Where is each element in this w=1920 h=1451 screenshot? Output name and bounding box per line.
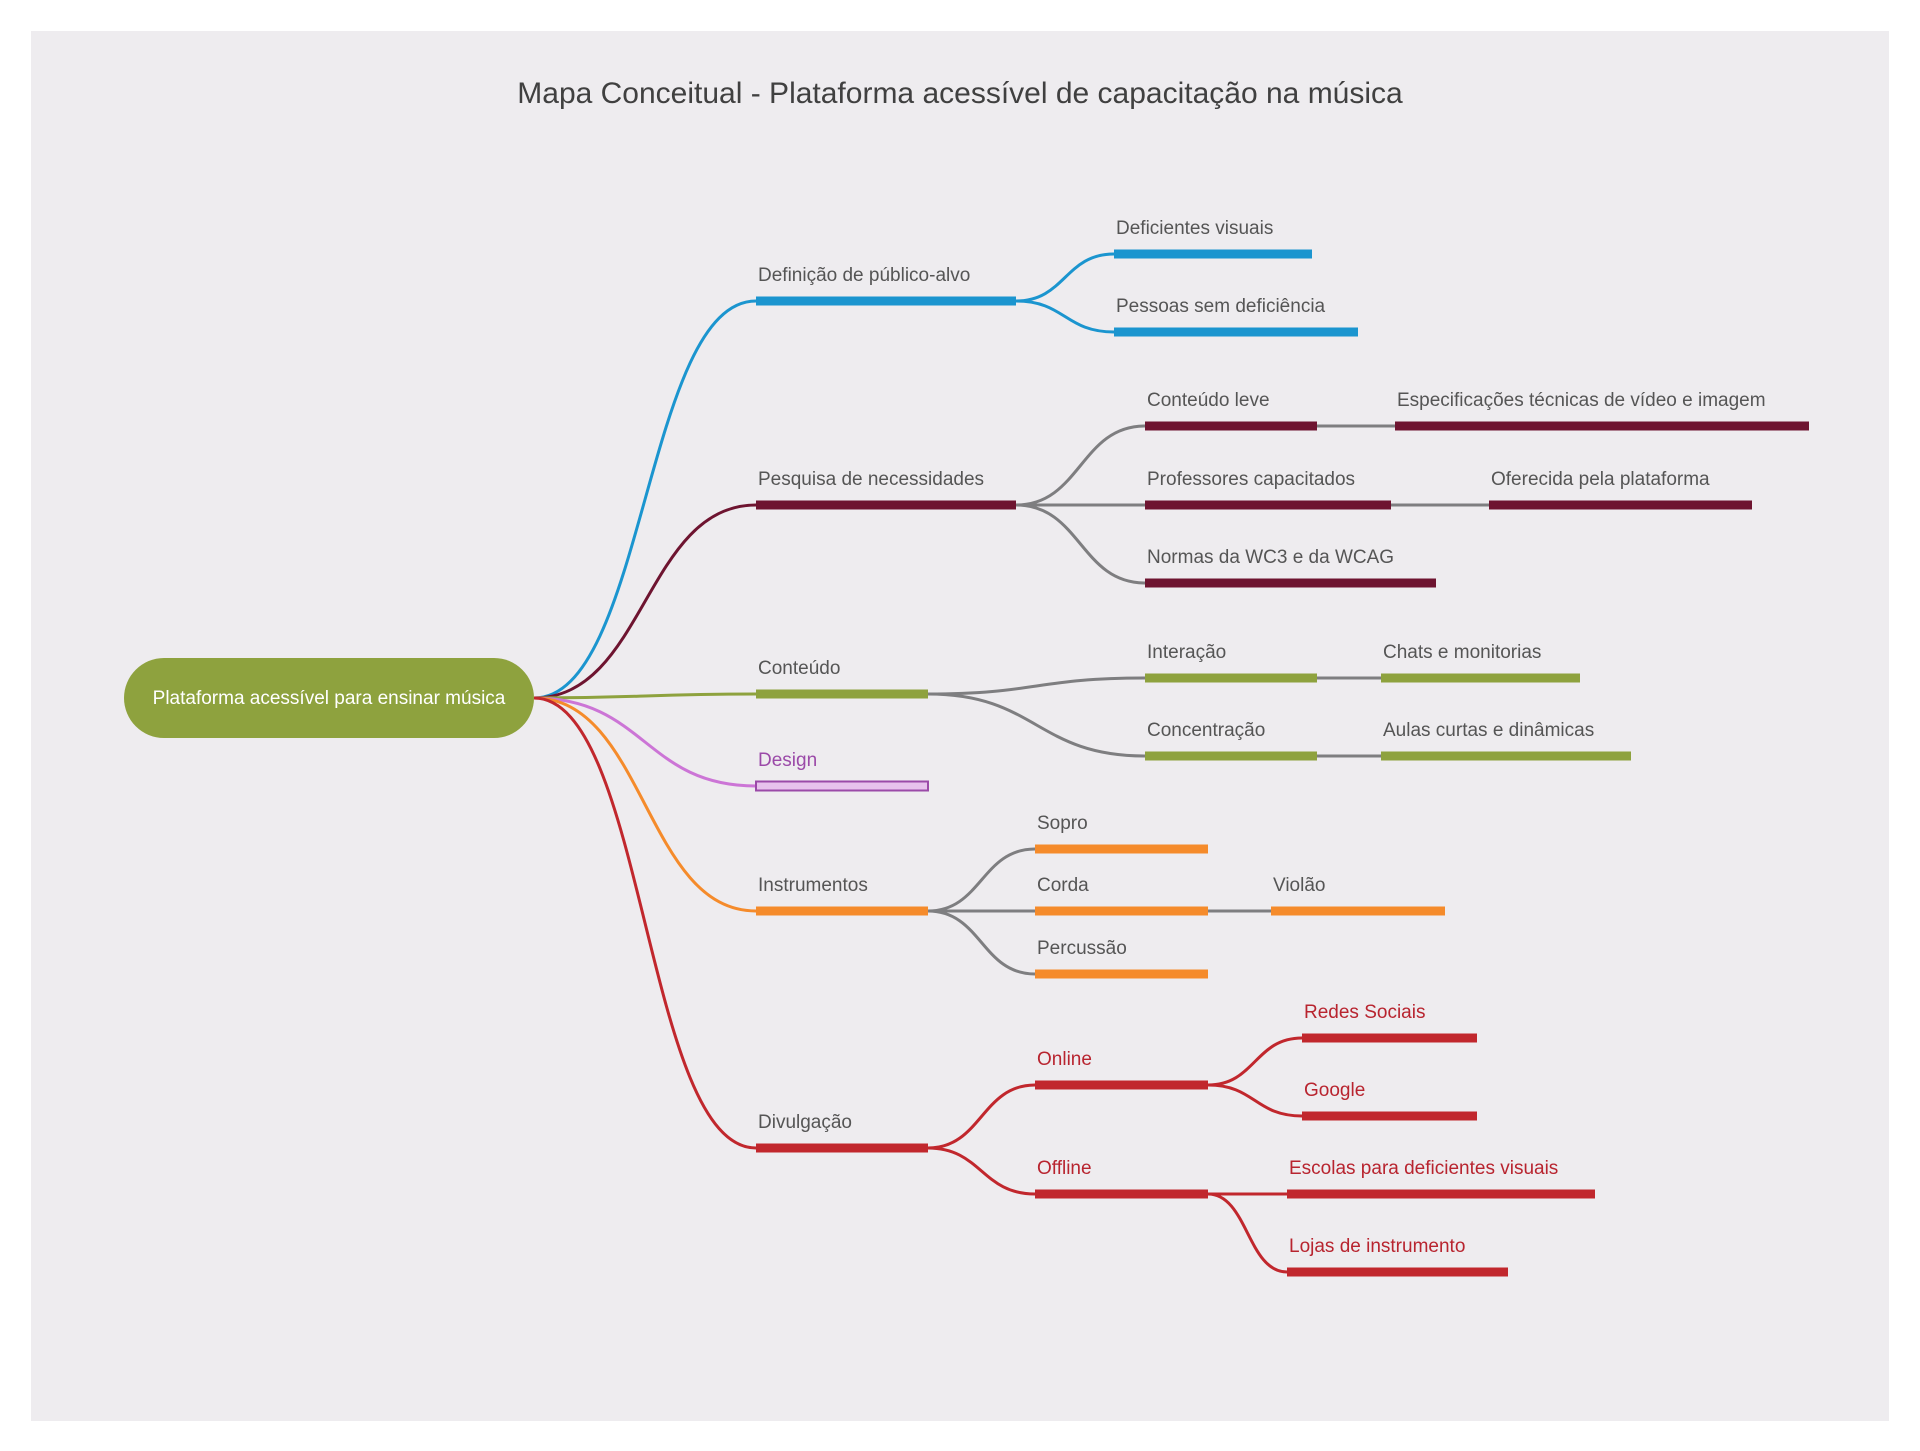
topic-bar-2[interactable] bbox=[756, 689, 928, 699]
detail-bar-5-0-1[interactable] bbox=[1302, 1111, 1477, 1121]
subtopic-bar-5-0[interactable] bbox=[1035, 1080, 1208, 1090]
subtopic-label-5-0: Online bbox=[1037, 1049, 1092, 1070]
subtopic-connector-4-0 bbox=[927, 847, 1036, 913]
detail-label-1-0-0: Especificações técnicas de vídeo e image… bbox=[1397, 390, 1766, 411]
subtopic-label-2-0: Interação bbox=[1147, 642, 1226, 663]
topic-bar-5[interactable] bbox=[756, 1143, 928, 1153]
detail-label-2-0-0: Chats e monitorias bbox=[1383, 642, 1541, 663]
topic-label-0: Definição de público-alvo bbox=[758, 265, 970, 286]
central-topic-label: Plataforma acessível para ensinar música bbox=[153, 688, 506, 709]
subtopic-bar-4-0[interactable] bbox=[1035, 844, 1208, 854]
subtopic-bar-4-1[interactable] bbox=[1035, 906, 1208, 916]
topic-bar-0[interactable] bbox=[756, 296, 1016, 306]
subtopic-connector-5-1 bbox=[927, 1146, 1036, 1196]
branch-connector-0 bbox=[533, 299, 757, 700]
subtopic-bar-1-0[interactable] bbox=[1145, 421, 1317, 431]
subtopic-label-2-1: Concentração bbox=[1147, 720, 1265, 741]
subtopic-connector-5-0 bbox=[927, 1083, 1036, 1150]
topic-bar-1[interactable] bbox=[756, 500, 1016, 510]
subtopic-label-4-2: Percussão bbox=[1037, 938, 1127, 959]
detail-connector-5-0-0 bbox=[1207, 1036, 1303, 1087]
subtopic-bar-4-2[interactable] bbox=[1035, 969, 1208, 979]
subtopic-connector-1-2 bbox=[1015, 503, 1146, 585]
subtopic-connector-2-1 bbox=[927, 692, 1146, 758]
topic-label-1: Pesquisa de necessidades bbox=[758, 469, 984, 490]
subtopic-label-4-0: Sopro bbox=[1037, 813, 1088, 834]
mind-map: Definição de público-alvo Deficientes vis… bbox=[124, 77, 1809, 1277]
detail-bar-2-0-0[interactable] bbox=[1381, 673, 1580, 683]
subtopic-label-0-0: Deficientes visuais bbox=[1116, 218, 1273, 239]
topic-bar-4[interactable] bbox=[756, 906, 928, 916]
central-topic[interactable]: Plataforma acessível para ensinar música bbox=[124, 658, 534, 738]
branch-connector-2 bbox=[533, 692, 757, 700]
subtopic-bar-0-0[interactable] bbox=[1114, 249, 1312, 259]
detail-label-2-1-0: Aulas curtas e dinâmicas bbox=[1383, 720, 1594, 741]
detail-bar-5-1-0[interactable] bbox=[1287, 1189, 1595, 1199]
branch-connector-4 bbox=[533, 696, 757, 913]
detail-label-5-0-0: Redes Sociais bbox=[1304, 1002, 1425, 1023]
connectors bbox=[533, 252, 1489, 1274]
subtopic-label-1-0: Conteúdo leve bbox=[1147, 390, 1270, 411]
subtopic-connector-0-1 bbox=[1015, 299, 1115, 334]
detail-bar-4-1-0[interactable] bbox=[1271, 906, 1445, 916]
subtopic-connector-4-2 bbox=[927, 909, 1036, 976]
topic-bars bbox=[755, 249, 1809, 1277]
subtopic-connector-0-0 bbox=[1015, 252, 1115, 303]
subtopic-connector-1-0 bbox=[1015, 424, 1146, 507]
subtopic-bar-2-0[interactable] bbox=[1145, 673, 1317, 683]
subtopic-bar-5-1[interactable] bbox=[1035, 1189, 1208, 1199]
subtopic-label-4-1: Corda bbox=[1037, 875, 1089, 896]
detail-connector-5-1-1 bbox=[1207, 1192, 1288, 1274]
detail-label-5-1-0: Escolas para deficientes visuais bbox=[1289, 1158, 1558, 1179]
detail-connector-5-0-1 bbox=[1207, 1083, 1303, 1118]
subtopic-label-0-1: Pessoas sem deficiência bbox=[1116, 296, 1326, 317]
detail-bar-1-0-0[interactable] bbox=[1395, 421, 1809, 431]
central-topic-shape bbox=[124, 658, 534, 738]
topic-label-4: Instrumentos bbox=[758, 875, 868, 896]
branch-connector-5 bbox=[533, 696, 757, 1150]
topic-label-2: Conteúdo bbox=[758, 658, 840, 679]
topic-labels: Definição de público-alvo Deficientes vis… bbox=[758, 218, 1766, 1257]
mind-map-canvas: Definição de público-alvo Deficientes vis… bbox=[31, 31, 1889, 1421]
subtopic-connector-2-0 bbox=[927, 676, 1146, 696]
subtopic-bar-1-1[interactable] bbox=[1145, 500, 1391, 510]
detail-bar-1-1-0[interactable] bbox=[1489, 500, 1752, 510]
subtopic-bar-2-1[interactable] bbox=[1145, 751, 1317, 761]
topic-label-5: Divulgação bbox=[758, 1112, 852, 1133]
topic-bar-3[interactable] bbox=[755, 780, 929, 792]
branch-connector-1 bbox=[533, 503, 757, 700]
subtopic-bar-0-1[interactable] bbox=[1114, 327, 1358, 337]
detail-bar-5-1-1[interactable] bbox=[1287, 1267, 1508, 1277]
detail-label-1-1-0: Oferecida pela plataforma bbox=[1491, 469, 1710, 490]
detail-bar-2-1-0[interactable] bbox=[1381, 751, 1631, 761]
subtopic-label-1-1: Professores capacitados bbox=[1147, 469, 1355, 490]
branch-connector-3 bbox=[533, 696, 757, 788]
detail-label-5-0-1: Google bbox=[1304, 1080, 1365, 1101]
detail-label-4-1-0: Violão bbox=[1273, 875, 1325, 896]
detail-label-5-1-1: Lojas de instrumento bbox=[1289, 1236, 1465, 1257]
subtopic-label-1-2: Normas da WC3 e da WCAG bbox=[1147, 547, 1394, 568]
subtopic-label-5-1: Offline bbox=[1037, 1158, 1092, 1179]
topic-label-3: Design bbox=[758, 750, 817, 771]
subtopic-bar-1-2[interactable] bbox=[1145, 578, 1436, 588]
detail-bar-5-0-0[interactable] bbox=[1302, 1033, 1477, 1043]
map-title: Mapa Conceitual - Plataforma acessível d… bbox=[517, 77, 1403, 110]
